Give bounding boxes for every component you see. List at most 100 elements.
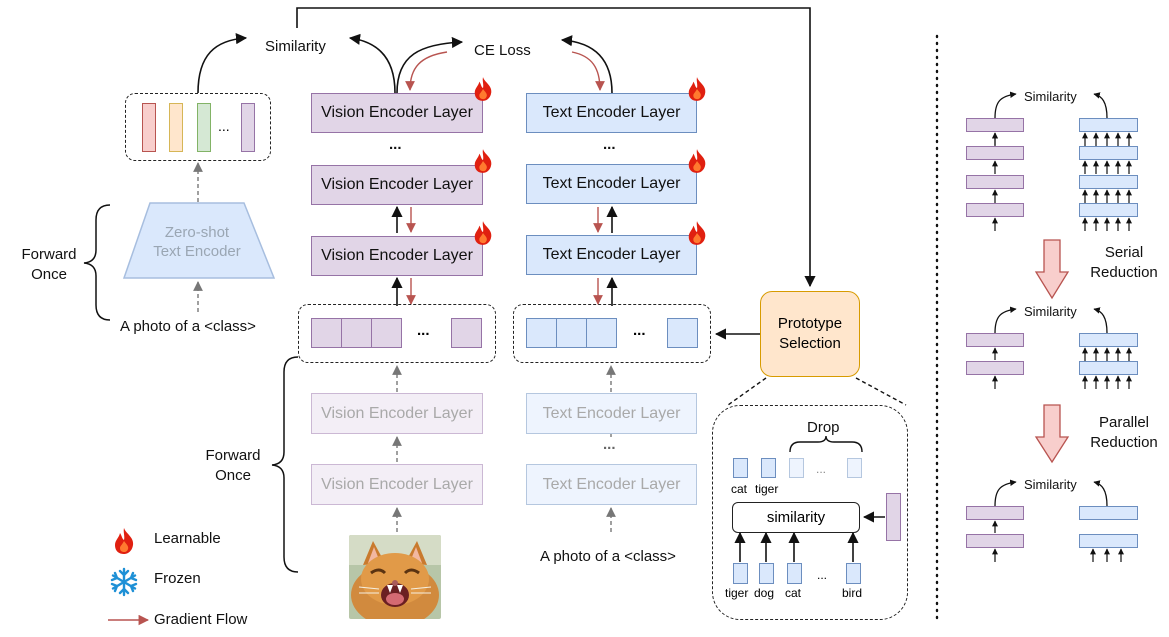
cat-image: [349, 535, 441, 619]
prototype-selection-box: Prototype Selection: [760, 291, 860, 377]
candidate-bird: bird: [842, 586, 863, 600]
class-token-0: [142, 103, 156, 152]
serial-line1: Serial: [1104, 244, 1144, 261]
detail-kept-token-2: [789, 458, 804, 478]
gradient-celoss-to-vision: [405, 51, 448, 91]
rp2-left-bar-1: [966, 361, 1024, 375]
rp1-right-bar-3: [1079, 203, 1138, 217]
arrow-class-to-similarity: [197, 33, 248, 94]
detail-feature-token: [886, 493, 901, 541]
vision-layer-top: Vision Encoder Layer: [311, 93, 483, 133]
learnable-fire-icon: [112, 527, 136, 560]
rp2-right-bar-1: [1079, 361, 1138, 375]
vision-token-3: [451, 318, 482, 348]
fire-icon-1: [472, 148, 494, 179]
rp-sim1-right: [1093, 92, 1108, 119]
zero-shot-line1: Zero-shot: [164, 224, 230, 241]
rp1-right-bar-2: [1079, 175, 1138, 189]
class-token-2: [197, 103, 211, 152]
vision-layer-top-label: Vision Encoder Layer: [321, 104, 473, 121]
brace-top: [83, 204, 111, 321]
zero-shot-encoder-shape: [122, 202, 276, 279]
parallel-line2: Reduction: [1090, 434, 1158, 451]
candidate-ellipsis: ...: [817, 568, 828, 582]
forward-once-bottom-line2: Once: [215, 467, 251, 484]
parallel-reduction-arrow: [1034, 404, 1070, 464]
rp-sim1-left: [994, 91, 1017, 119]
rp-similarity-1: Similarity: [1024, 89, 1077, 104]
serial-reduction-arrow: [1034, 239, 1070, 300]
candidate-dog: dog: [754, 586, 775, 600]
text-ellipsis: ...: [603, 136, 616, 153]
class-prototypes-box: [125, 93, 271, 161]
class-token-ellipsis: ...: [218, 118, 230, 134]
text-layer-top-label: Text Encoder Layer: [542, 104, 681, 121]
text-token-1: [556, 318, 587, 348]
text-layer-top: Text Encoder Layer: [526, 93, 697, 133]
forward-once-top-line1: Forward: [21, 246, 77, 263]
ce-loss-label: CE Loss: [474, 42, 531, 59]
rp-sim3-left: [994, 479, 1017, 507]
prompt-bottom: A photo of a <class>: [540, 548, 676, 565]
frozen-vision-layer-1: Vision Encoder Layer: [311, 393, 483, 434]
rp3-left-bar-1: [966, 534, 1024, 548]
frozen-text-layer-2-label: Text Encoder Layer: [542, 475, 681, 493]
rp1-right-bar-1: [1079, 146, 1138, 160]
candidate-tiger: tiger: [725, 586, 749, 600]
fire-icon-3: [686, 76, 708, 107]
forward-once-bottom: Forward Once: [198, 446, 268, 486]
arrow-to-prototype: [296, 7, 816, 288]
frozen-text-layer-1-label: Text Encoder Layer: [542, 404, 681, 422]
text-layer-mid: Text Encoder Layer: [526, 164, 697, 204]
rp-sim2-left: [994, 306, 1017, 334]
fire-icon-5: [686, 220, 708, 251]
fire-icon-0: [472, 76, 494, 107]
vision-layer-low: Vision Encoder Layer: [311, 236, 483, 276]
frozen-vision-layer-2: Vision Encoder Layer: [311, 464, 483, 505]
detail-kept-token-3: [847, 458, 862, 478]
drop-label: Drop: [807, 419, 840, 436]
frozen-text-layer-2: Text Encoder Layer: [526, 464, 697, 505]
arrow-text-to-celoss: [560, 35, 613, 94]
legend-frozen: Frozen: [154, 570, 201, 587]
rp2-right-bar-0: [1079, 333, 1138, 347]
detail-candidate-0: [733, 563, 748, 584]
detail-candidate-3: [846, 563, 861, 584]
zero-shot-label: Zero-shot Text Encoder: [135, 223, 259, 261]
legend-learnable: Learnable: [154, 530, 221, 547]
arrow-vision-to-similarity: [348, 33, 396, 94]
frozen-snowflake-icon: [109, 567, 139, 602]
detail-kept-token-1: [761, 458, 776, 478]
text-layer-low-label: Text Encoder Layer: [542, 246, 681, 263]
rp1-left-bar-1: [966, 146, 1024, 160]
rp-similarity-3: Similarity: [1024, 477, 1077, 492]
parallel-reduction-label: Parallel Reduction: [1080, 413, 1168, 453]
similarity-box: similarity: [732, 502, 860, 533]
candidate-cat: cat: [785, 586, 802, 600]
text-token-0: [526, 318, 557, 348]
text-layer-mid-label: Text Encoder Layer: [542, 175, 681, 192]
vision-ellipsis: ...: [389, 136, 402, 153]
fire-icon-2: [472, 220, 494, 251]
text-token-ellipsis: ...: [633, 322, 646, 339]
vision-tokens-box: [298, 304, 496, 363]
vision-layer-mid-label: Vision Encoder Layer: [321, 176, 473, 193]
rp3-right-bar-0: [1079, 506, 1138, 520]
class-token-1: [169, 103, 183, 152]
gradient-celoss-to-text: [571, 51, 605, 91]
rp1-right-bar-0: [1079, 118, 1138, 132]
rp3-right-bar-1: [1079, 534, 1138, 548]
class-token-3: [241, 103, 255, 152]
similarity-box-label: similarity: [766, 509, 826, 526]
vision-token-2: [371, 318, 402, 348]
detail-kept-tiger: tiger: [755, 482, 779, 496]
detail-candidate-2: [787, 563, 802, 584]
rp1-left-bar-0: [966, 118, 1024, 132]
brace-bottom: [271, 356, 299, 573]
prompt-left: A photo of a <class>: [120, 318, 256, 335]
forward-once-top-line2: Once: [31, 266, 67, 283]
rp-sim3-right: [1093, 480, 1108, 507]
rp3-left-bar-0: [966, 506, 1024, 520]
fire-icon-4: [686, 148, 708, 179]
